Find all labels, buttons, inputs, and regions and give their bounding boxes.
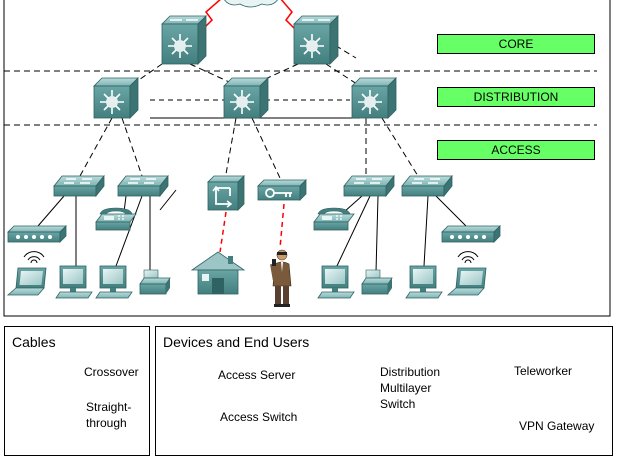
wan-cloud-icon (224, 0, 278, 8)
cables-legend-title: Cables (12, 334, 56, 350)
remote-link-home (219, 211, 227, 253)
pc-3 (317, 265, 355, 299)
access-switch-label: Access Switch (220, 410, 298, 424)
distribution-multilayer-switch-label: Distribution Multilayer Switch (380, 365, 441, 411)
access-server (207, 175, 245, 211)
diagram-frame (3, 0, 611, 317)
crossover-cables-distribution (79, 117, 419, 179)
remote-link-teleworker (279, 203, 285, 249)
wireless-waves-icon (23, 251, 45, 264)
crossover-label: Crossover (84, 365, 139, 379)
ip-phone-right (313, 207, 355, 231)
pc-4 (405, 265, 443, 299)
devices-legend-title: Devices and End Users (163, 334, 310, 350)
wireless-waves-icon (457, 251, 479, 264)
wireless-access-point-right (441, 225, 501, 243)
vpn-gateway-label: VPN Gateway (519, 419, 595, 433)
cables-legend (4, 326, 150, 456)
straight-through-cables (37, 189, 467, 273)
wireless-access-point-left (7, 225, 67, 243)
straight-through-label: Straight- through (86, 400, 132, 430)
laptop-left (7, 267, 47, 296)
access-switch-4 (401, 175, 453, 197)
printer-left (139, 269, 171, 295)
printer-right (361, 269, 393, 295)
laptop-right (447, 267, 487, 296)
core-switch-left (161, 15, 207, 65)
access-switch-3 (343, 175, 395, 197)
ip-phone-left (95, 207, 137, 231)
vpn-gateway (257, 179, 307, 201)
wan-link-right (280, 0, 301, 35)
home-office-icon (191, 251, 245, 295)
distribution-switch-left (93, 77, 139, 119)
distribution-switch-right (351, 77, 397, 119)
access-switch-1 (53, 175, 105, 197)
pc-2 (95, 265, 133, 299)
distribution-switch-center (223, 77, 269, 119)
core-layer-label: CORE (437, 34, 595, 54)
teleworker-icon (269, 249, 292, 308)
core-switch-right (293, 15, 339, 65)
access-layer-label: ACCESS (437, 140, 595, 160)
access-switch-2 (117, 175, 169, 197)
teleworker-label: Teleworker (514, 364, 573, 378)
access-server-label: Access Server (218, 368, 296, 382)
pc-1 (55, 265, 93, 299)
distribution-layer-label: DISTRIBUTION (437, 87, 595, 107)
